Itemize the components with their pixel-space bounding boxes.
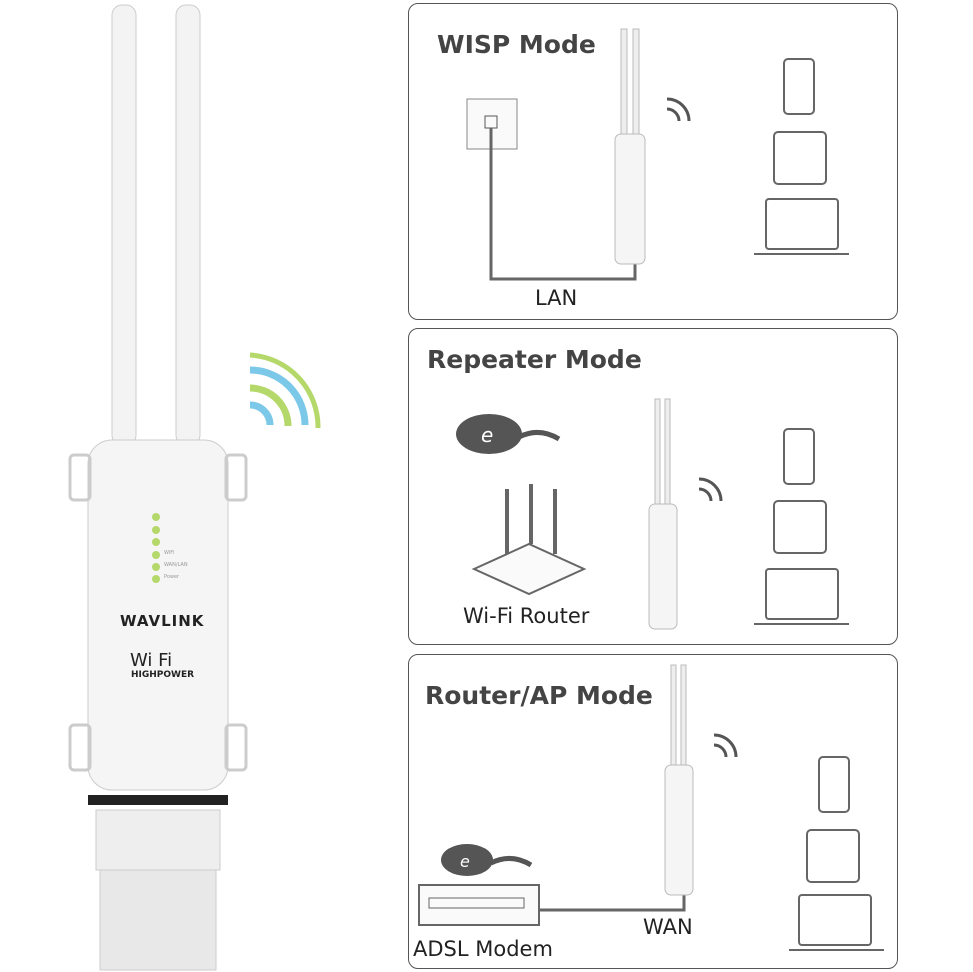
svg-text:e: e <box>481 423 493 447</box>
panel-title: Repeater Mode <box>427 345 642 374</box>
svg-text:e: e <box>460 852 470 871</box>
wisp-illustration <box>466 28 849 281</box>
wifi-router-label: Wi-Fi Router <box>463 604 590 628</box>
lan-label: LAN <box>535 286 578 310</box>
wifi-logo: Wi Fi <box>130 650 173 671</box>
wan-label: WAN <box>643 915 693 939</box>
brand-logo: WAVLINK <box>120 612 205 630</box>
led-label: WAN/LAN <box>164 562 188 568</box>
router-ap-illustration: e <box>418 664 884 951</box>
wifi-sub: HIGHPOWER <box>131 670 195 680</box>
panel-repeater-mode: Repeater Mode e Wi-Fi Router <box>408 328 898 645</box>
panel-title: WISP Mode <box>437 30 596 59</box>
led-label: Power <box>164 574 180 580</box>
repeater-illustration: e <box>456 398 849 630</box>
panel-title: Router/AP Mode <box>425 681 653 710</box>
panel-router-ap-mode: Router/AP Mode e ADSL Modem WAN <box>408 654 898 969</box>
adsl-modem-label: ADSL Modem <box>413 937 553 961</box>
panel-wisp-mode: WISP Mode LAN <box>408 3 898 320</box>
led-label: WiFi <box>164 550 175 556</box>
